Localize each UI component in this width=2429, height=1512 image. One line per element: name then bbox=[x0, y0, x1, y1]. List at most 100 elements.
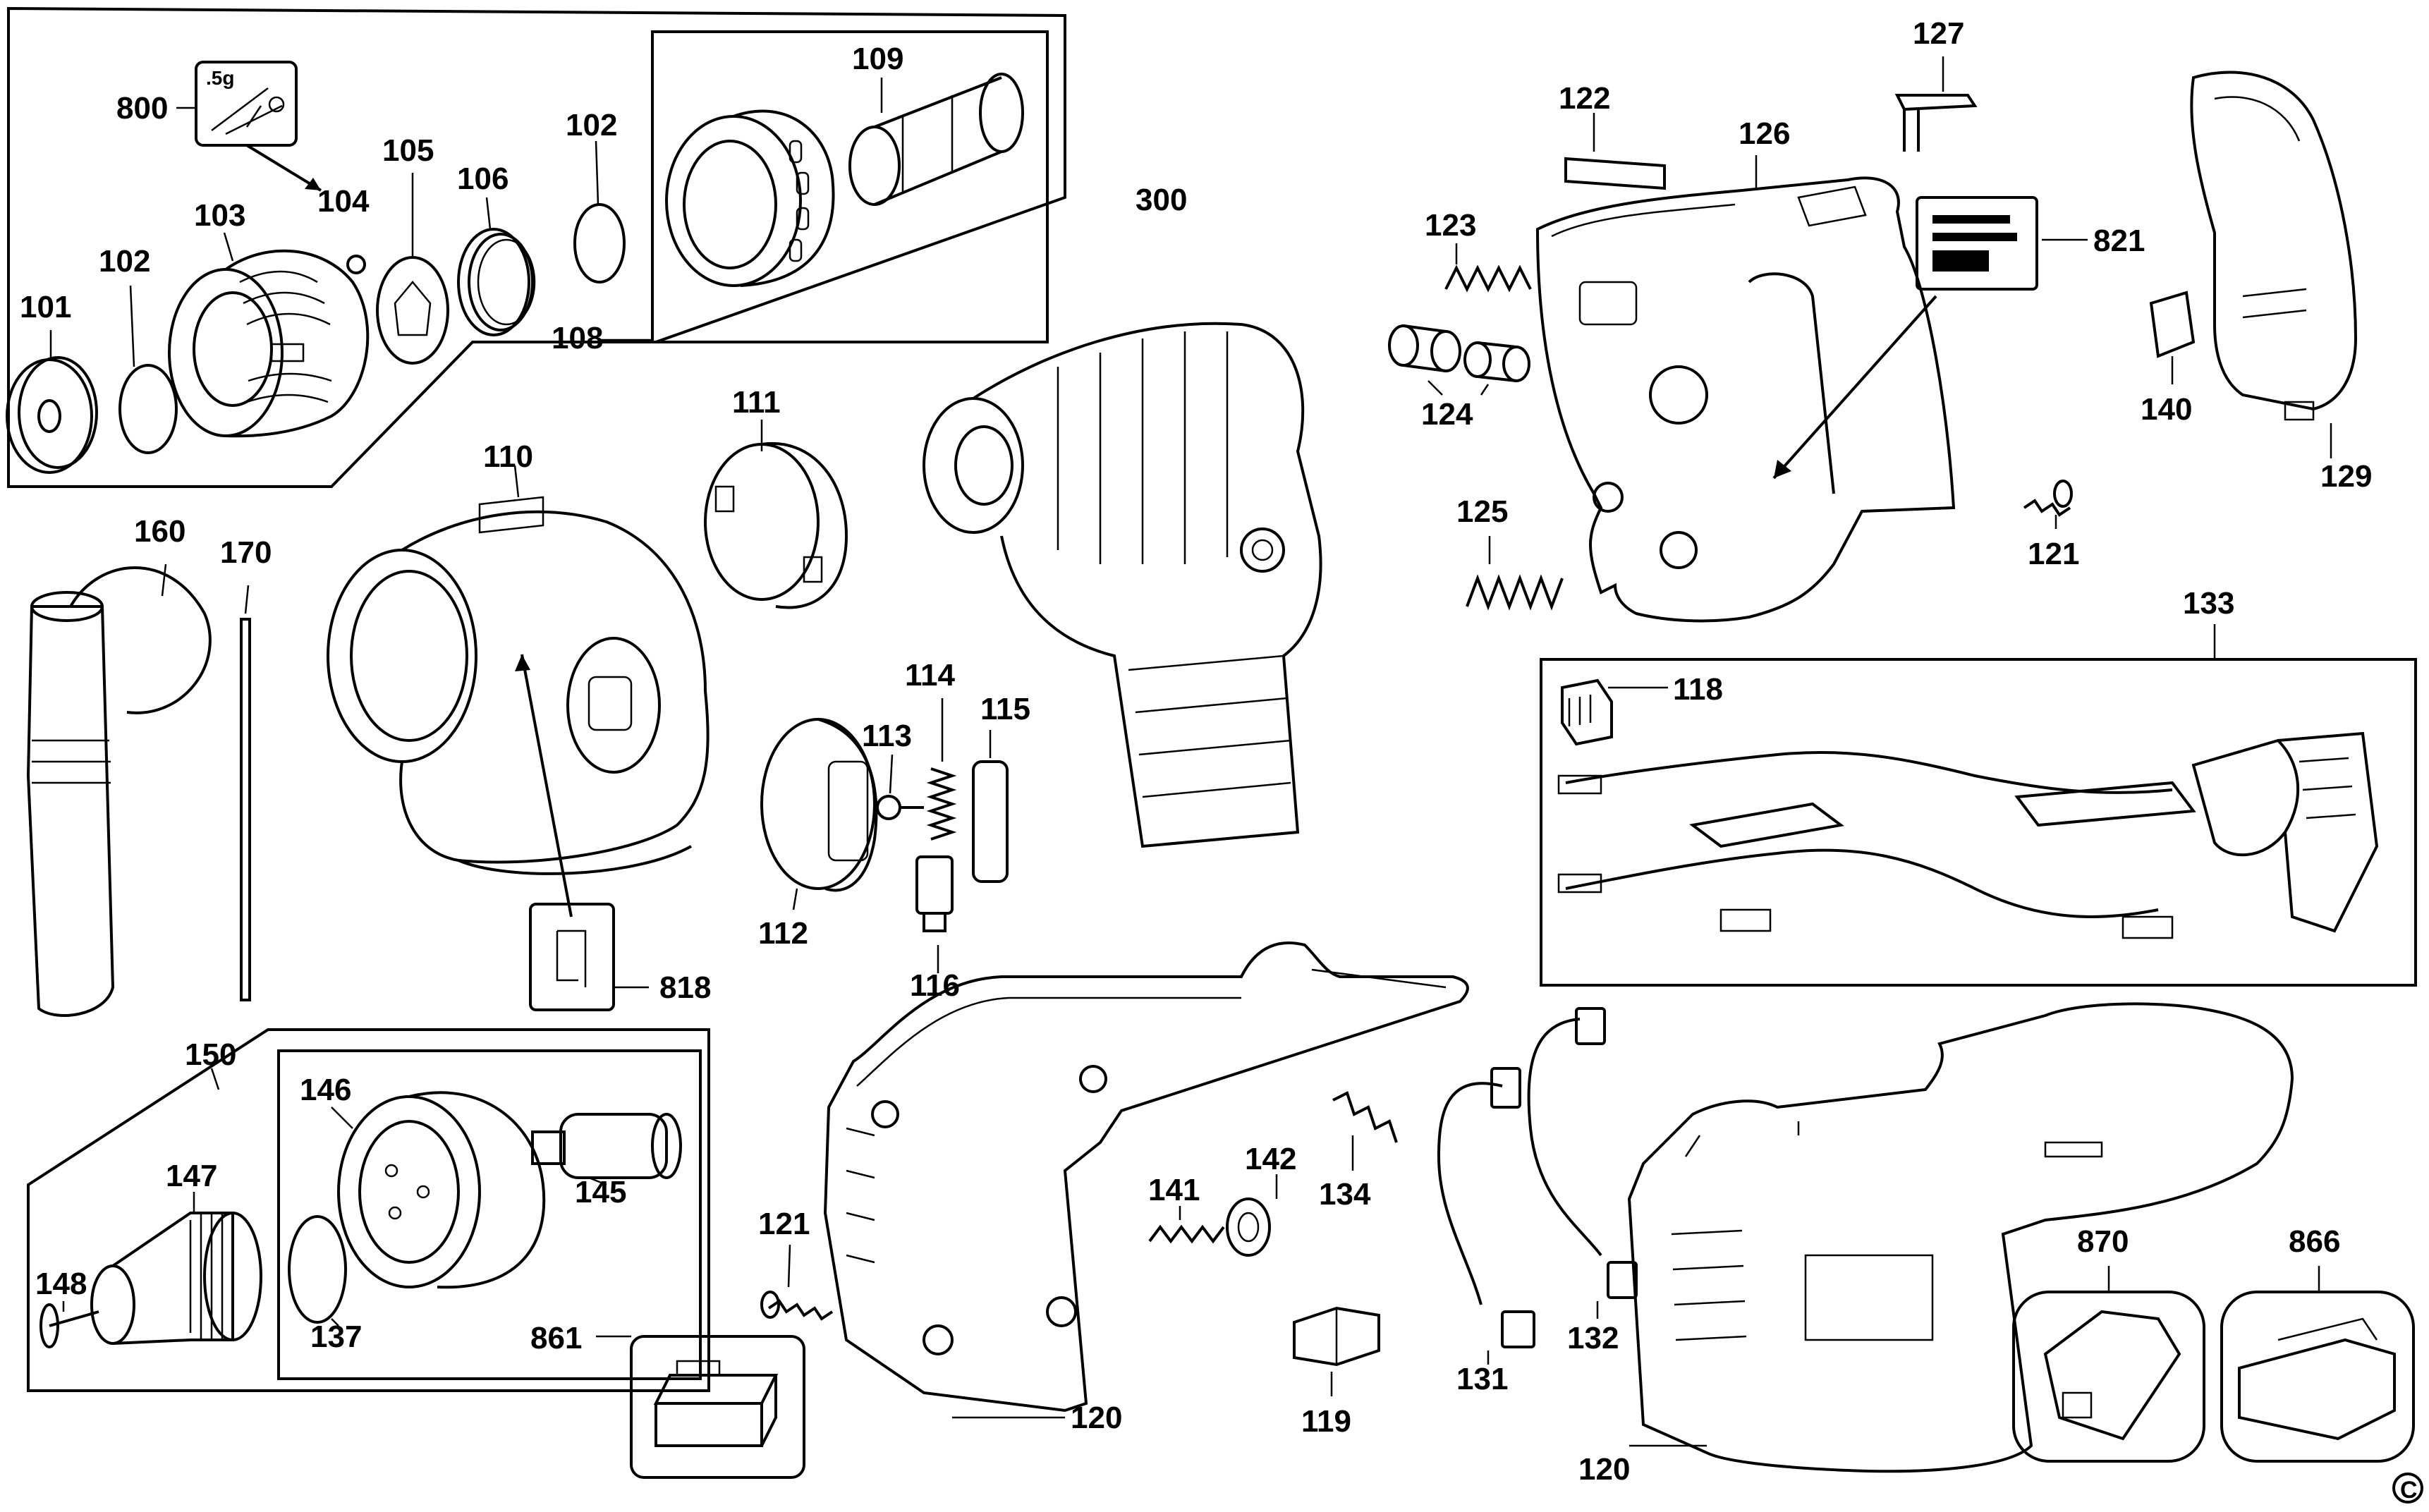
part-129-handle bbox=[2190, 71, 2358, 421]
part-160-side-handle bbox=[26, 566, 212, 1017]
label-108: 108 bbox=[552, 321, 603, 355]
part-133-trigger-switch bbox=[2191, 731, 2379, 933]
label-137: 137 bbox=[310, 1319, 362, 1354]
part-101-washer bbox=[6, 356, 98, 474]
group-300-frame bbox=[7, 6, 1066, 488]
label-109: 109 bbox=[852, 42, 903, 76]
label-125: 125 bbox=[1456, 494, 1508, 529]
part-147-keyless-chuck bbox=[90, 1212, 262, 1345]
part-141-spring bbox=[1148, 1224, 1225, 1244]
label-127: 127 bbox=[1913, 16, 1964, 51]
part-861-case bbox=[630, 1335, 805, 1479]
label-122: 122 bbox=[1559, 81, 1610, 116]
part-125-spring bbox=[1466, 574, 1564, 611]
part-140-pad bbox=[2149, 291, 2196, 358]
label-119: 119 bbox=[1301, 1404, 1351, 1439]
label-110: 110 bbox=[483, 439, 533, 474]
grease-amount-label: .5g bbox=[206, 67, 234, 89]
part-111-ring-nut bbox=[704, 441, 848, 609]
label-121-a: 121 bbox=[2028, 537, 2079, 571]
part-127-clip bbox=[1894, 94, 1978, 152]
part-104-ball bbox=[346, 255, 366, 274]
label-133: 133 bbox=[2183, 586, 2234, 621]
label-120-a: 120 bbox=[1071, 1401, 1122, 1435]
part-145-spindle bbox=[531, 1113, 682, 1179]
part-121-screw-2 bbox=[760, 1291, 834, 1321]
label-150: 150 bbox=[185, 1037, 236, 1072]
label-129: 129 bbox=[2320, 459, 2372, 494]
part-133-switch-assembly-frame bbox=[1540, 658, 2417, 987]
part-131-wire bbox=[1437, 1067, 1535, 1348]
label-870: 870 bbox=[2077, 1224, 2129, 1259]
part-112-selector-knob bbox=[760, 718, 878, 892]
label-800: 800 bbox=[116, 91, 168, 126]
label-861: 861 bbox=[530, 1321, 582, 1355]
label-818: 818 bbox=[659, 970, 711, 1005]
part-114-spring bbox=[926, 767, 957, 841]
part-170-depth-rod bbox=[240, 618, 251, 1001]
label-147: 147 bbox=[166, 1159, 217, 1193]
label-118: 118 bbox=[1673, 672, 1723, 707]
label-131: 131 bbox=[1456, 1362, 1508, 1396]
label-111: 111 bbox=[732, 385, 781, 420]
label-821: 821 bbox=[2093, 224, 2145, 258]
part-137-ring bbox=[288, 1215, 347, 1324]
label-123: 123 bbox=[1425, 208, 1476, 243]
part-102-ring bbox=[118, 364, 178, 454]
motor-transmission-assembly bbox=[923, 322, 1322, 848]
label-148: 148 bbox=[35, 1267, 87, 1301]
label-114: 114 bbox=[905, 658, 956, 693]
part-126-housing-cover bbox=[1535, 176, 1956, 623]
part-108-chuck-sleeve bbox=[665, 109, 835, 287]
label-145: 145 bbox=[575, 1175, 626, 1209]
label-170: 170 bbox=[220, 535, 272, 570]
label-126: 126 bbox=[1739, 116, 1790, 151]
label-112: 112 bbox=[758, 916, 808, 951]
label-141: 141 bbox=[1148, 1173, 1200, 1207]
label-132: 132 bbox=[1567, 1321, 1619, 1355]
label-106: 106 bbox=[457, 161, 509, 196]
label-124: 124 bbox=[1421, 397, 1473, 432]
part-866-battery bbox=[2220, 1291, 2415, 1463]
label-104: 104 bbox=[317, 184, 370, 219]
part-119-switch-cover bbox=[1293, 1306, 1380, 1367]
part-818-label bbox=[529, 903, 615, 1011]
label-121-b: 121 bbox=[758, 1207, 810, 1241]
part-110-gear-housing bbox=[327, 496, 710, 875]
part-118-connector bbox=[1561, 678, 1613, 746]
part-800-grease: .5g bbox=[195, 61, 298, 147]
part-121-screw-1 bbox=[2023, 480, 2073, 517]
part-123-spring bbox=[1444, 264, 1532, 293]
part-122-pad bbox=[1564, 157, 1666, 190]
part-109-adapter bbox=[848, 73, 1024, 206]
part-124-bushings bbox=[1388, 324, 1530, 382]
label-105: 105 bbox=[382, 133, 434, 168]
wiring-harness bbox=[1557, 750, 2196, 939]
label-102-b: 102 bbox=[566, 108, 617, 142]
part-102-ring-2 bbox=[573, 203, 626, 284]
part-103-nose-cap bbox=[168, 249, 370, 438]
label-116: 116 bbox=[910, 968, 960, 1003]
copyright-mark bbox=[2392, 1473, 2423, 1504]
part-113-pin bbox=[876, 795, 924, 820]
part-870-charger bbox=[2012, 1291, 2205, 1463]
part-134-spring bbox=[1332, 1091, 1398, 1143]
part-labels: 800 101 102 103 104 105 106 102 109 300 … bbox=[20, 16, 2372, 1487]
part-115-slider bbox=[972, 760, 1009, 883]
label-140: 140 bbox=[2141, 392, 2192, 427]
group-150-frame bbox=[27, 1028, 710, 1392]
label-120-b: 120 bbox=[1578, 1452, 1630, 1487]
part-142-bushing bbox=[1226, 1197, 1271, 1257]
label-866: 866 bbox=[2289, 1224, 2340, 1259]
label-113: 113 bbox=[862, 719, 912, 753]
label-115: 115 bbox=[980, 692, 1030, 726]
label-160: 160 bbox=[134, 514, 185, 549]
part-120-housing-half-left bbox=[823, 941, 1469, 1413]
part-821-label bbox=[1916, 196, 2038, 291]
part-120-housing-half-right bbox=[1627, 1002, 2294, 1473]
part-146-collar bbox=[337, 1091, 546, 1289]
part-132-wire bbox=[1527, 1007, 1638, 1299]
part-105-sleeve bbox=[376, 256, 449, 365]
part-106-ring bbox=[457, 228, 536, 336]
